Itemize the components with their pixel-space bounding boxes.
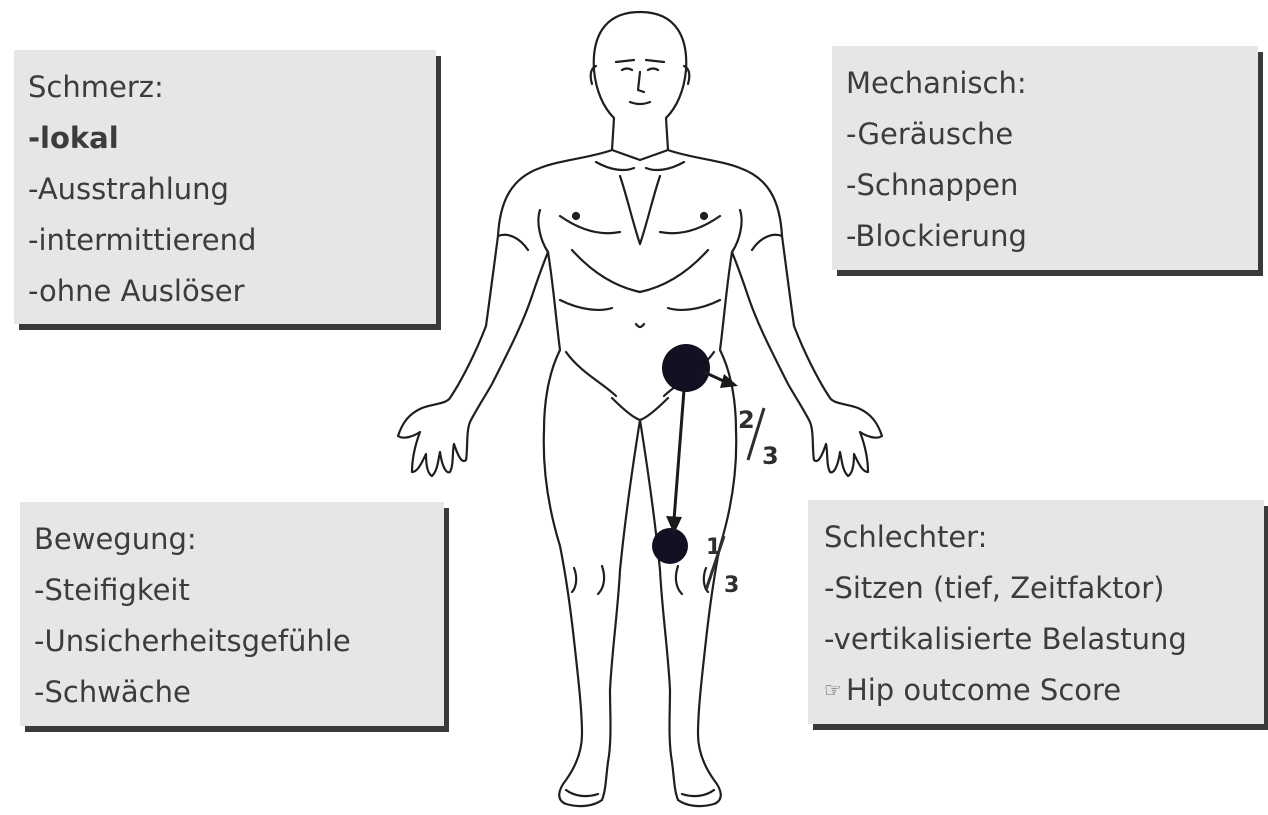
schlechter-score-label: Hip outcome Score (846, 673, 1121, 707)
nipple-right (701, 213, 707, 219)
rib-lines (560, 250, 720, 310)
fraction-knee-denominator: 3 (724, 573, 739, 598)
fraction-hip-numerator: 2 (738, 406, 755, 434)
head-outline (594, 12, 686, 160)
schmerz-title: Schmerz: (28, 62, 422, 113)
schlechter-item: -vertikalisierte Belastung (824, 614, 1250, 665)
schmerz-item: -intermittierend (28, 215, 422, 266)
pointing-hand-icon: ☞ (824, 665, 842, 716)
bewegung-title: Bewegung: (34, 514, 430, 565)
fraction-hip-denominator: 3 (762, 442, 779, 470)
chest-lines (560, 162, 720, 244)
feet-lines (566, 790, 714, 796)
mechanisch-item: -Schnappen (846, 160, 1244, 211)
schmerz-item: -lokal (28, 113, 422, 164)
navel (636, 324, 644, 327)
fraction-hip: 2 3 (738, 406, 779, 470)
mechanisch-box: Mechanisch: -Geräusche -Schnappen -Block… (832, 46, 1258, 270)
schlechter-title: Schlechter: (824, 512, 1250, 563)
knee-pain-marker (652, 528, 688, 564)
mechanisch-title: Mechanisch: (846, 58, 1244, 109)
schmerz-item: -ohne Auslöser (28, 266, 422, 317)
radiation-arrow-line (674, 390, 684, 520)
bewegung-box: Bewegung: -Steifigkeit -Unsicherheitsgef… (20, 502, 444, 726)
hip-pain-marker (662, 344, 710, 392)
knee-lines (572, 566, 708, 594)
schlechter-item-score: ☞Hip outcome Score (824, 665, 1250, 716)
face-features (616, 60, 664, 104)
arm-inner-lines (498, 210, 782, 252)
mechanisch-item: -Blockierung (846, 211, 1244, 262)
schmerz-item: -Ausstrahlung (28, 164, 422, 215)
nipple-left (573, 213, 579, 219)
schlechter-item: -Sitzen (tief, Zeitfaktor) (824, 563, 1250, 614)
bewegung-item: -Unsicherheitsgefühle (34, 616, 430, 667)
fraction-knee: 1 3 (706, 535, 739, 598)
bewegung-item: -Steifigkeit (34, 565, 430, 616)
schmerz-box: Schmerz: -lokal -Ausstrahlung -intermitt… (14, 50, 436, 324)
schlechter-box: Schlechter: -Sitzen (tief, Zeitfaktor) -… (808, 500, 1264, 724)
bewegung-item: -Schwäche (34, 667, 430, 718)
mechanisch-item: -Geräusche (846, 109, 1244, 160)
